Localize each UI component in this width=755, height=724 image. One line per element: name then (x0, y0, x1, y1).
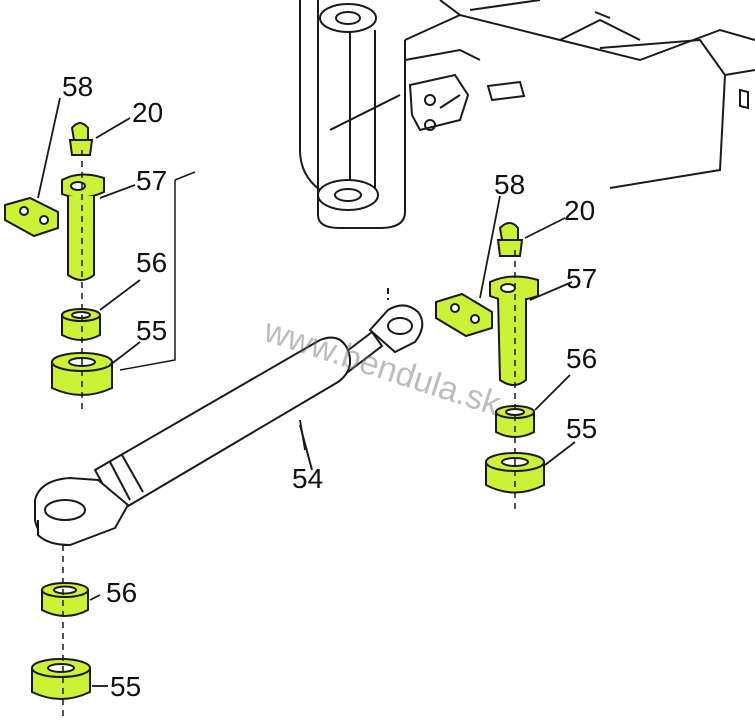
frame-bracket (299, 0, 755, 229)
callout-55-left: 55 (136, 315, 167, 346)
callout-57-left: 57 (136, 165, 167, 196)
callout-58-right: 58 (494, 169, 525, 200)
callout-55-right: 55 (566, 413, 597, 444)
callout-54: 54 (292, 463, 323, 494)
left-part-group (4, 122, 196, 410)
callout-labels: 58 20 57 56 55 58 20 57 56 55 54 56 55 (62, 71, 597, 702)
callout-56-bottom: 56 (106, 577, 137, 608)
hydraulic-cylinder (34, 288, 424, 547)
leader-lines (37, 97, 576, 687)
callout-56-right: 56 (566, 343, 597, 374)
callout-56-left: 56 (136, 247, 167, 278)
callout-55-bottom: 55 (110, 671, 141, 702)
callout-57-right: 57 (566, 263, 597, 294)
bottom-part-group (31, 545, 91, 720)
callout-20-right: 20 (564, 195, 595, 226)
callout-20-left: 20 (132, 97, 163, 128)
callout-58-left: 58 (62, 71, 93, 102)
right-part-group (435, 222, 545, 510)
